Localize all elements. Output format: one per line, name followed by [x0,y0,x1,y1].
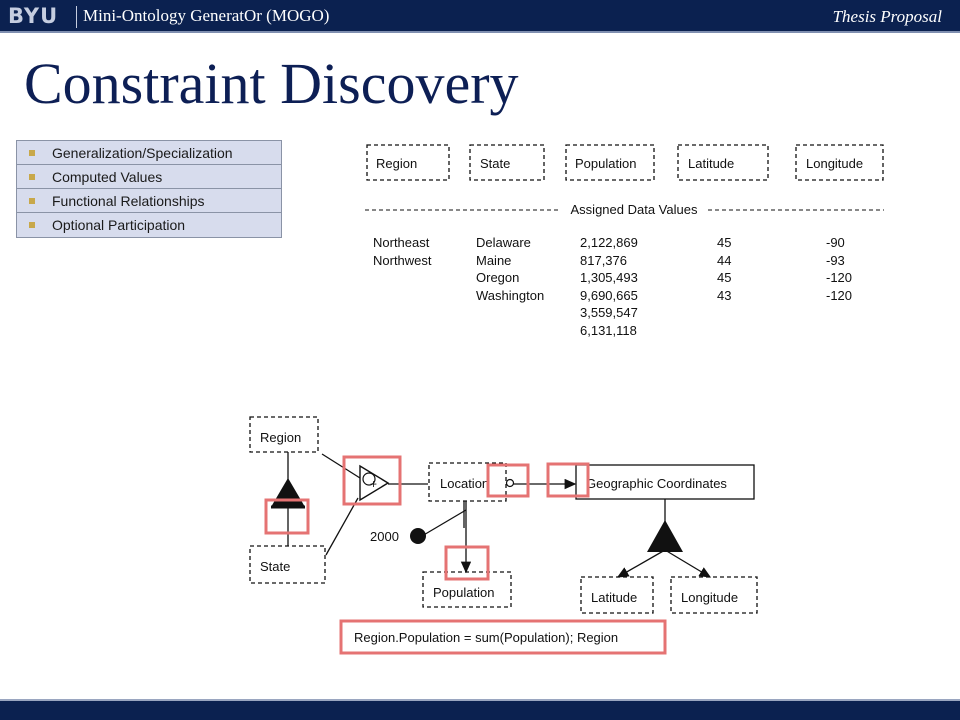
node-label-region: Region [260,430,301,445]
highlight-box-population-arrow [444,545,490,581]
population-value: 9,690,665 [580,288,638,303]
population-value: 817,376 [580,253,627,268]
node-label-location: Location [440,476,489,491]
year-dot-icon [410,528,426,544]
highlight-box-generalization [264,498,310,535]
state-aggregation-connector [325,497,359,556]
highlight-box-constraint [339,619,667,655]
aggregation-plus-icon: + [370,477,377,491]
column-box-population [565,144,655,181]
bullet-text: Computed Values [52,168,163,185]
highlight-box-aggregation [342,455,402,506]
column-box-state [469,144,545,181]
highlight-box-optional [486,463,530,498]
geo-longitude-arrow [664,549,712,578]
bullet-text: Functional Relationships [52,192,205,209]
latitude-value: 45 [717,270,731,285]
region-value: Northwest [373,253,432,268]
divider-label: Assigned Data Values [571,202,698,217]
column-box-latitude [677,144,769,181]
node-box-state [249,545,326,584]
node-box-latitude [580,576,654,614]
ontology-diagram: Region State Location Geographic Coordin… [249,416,758,655]
optional-participation-circle-icon [505,478,515,488]
highlight-box-functional [546,462,590,498]
byu-logo: BYU [8,4,59,28]
bullet-item: Computed Values [17,165,281,189]
square-bullet-icon [29,197,35,204]
column-label-region: Region [376,156,417,171]
node-label-population: Population [433,585,494,600]
node-box-longitude [670,576,758,614]
column-box-region [366,144,450,181]
population-value: 3,559,547 [580,305,638,320]
square-bullet-icon [29,173,35,180]
node-box-geo-coordinates [575,464,755,500]
column-label-latitude: Latitude [688,156,734,171]
state-value: Oregon [476,270,519,285]
longitude-value: -93 [826,253,845,268]
bullet-text: Optional Participation [52,217,186,233]
bullet-text: Generalization/Specialization [52,144,233,161]
population-value: 2,122,869 [580,235,638,250]
footer-bar [0,699,960,720]
column-label-population: Population [575,156,636,171]
state-value: Delaware [476,235,531,250]
year-label: 2000 [370,529,399,544]
state-value: Maine [476,253,511,268]
aggregation-triangle-filled-icon [647,520,683,552]
node-box-location [428,462,507,502]
latitude-value: 43 [717,288,731,303]
geo-latitude-arrow [616,549,666,578]
square-bullet-icon [29,149,35,156]
longitude-value: -120 [826,270,852,285]
node-label-state: State [260,559,290,574]
app-title: Mini-Ontology GeneratOr (MOGO) [83,6,330,25]
square-bullet-icon [29,222,35,228]
population-value: 6,131,118 [580,323,637,338]
region-aggregation-connector [321,453,361,479]
latitude-value: 44 [717,253,731,268]
latitude-value: 45 [717,235,731,250]
population-value: 1,305,493 [580,270,638,285]
node-label-latitude: Latitude [591,590,637,605]
node-label-longitude: Longitude [681,590,738,605]
bullet-item: Optional Participation [17,213,281,237]
header-bar: BYU Mini-Ontology GeneratOr (MOGO) Thesi… [0,0,960,33]
header-separator [76,6,77,28]
bullet-list: Generalization/Specialization Computed V… [16,140,282,238]
node-box-region [249,416,319,453]
constraint-expression: Region.Population = sum(Population); Reg… [354,630,618,645]
slide-title: Constraint Discovery [24,51,519,116]
column-box-longitude [795,144,884,181]
thesis-label: Thesis Proposal [832,7,942,26]
generalization-triangle-icon [271,478,305,507]
year-connector [421,509,467,537]
node-box-population [422,571,512,608]
longitude-value: -120 [826,288,852,303]
column-label-state: State [480,156,510,171]
column-label-longitude: Longitude [806,156,863,171]
aggregation-circle-icon [362,472,376,486]
bullet-item: Functional Relationships [17,189,281,213]
region-value: Northeast [373,235,430,250]
data-values-figure: Region State Population Latitude Longitu… [365,144,884,338]
state-value: Washington [476,288,544,303]
longitude-value: -90 [826,235,845,250]
node-label-geo-coordinates: Geographic Coordinates [586,476,727,491]
bullet-item: Generalization/Specialization [17,141,281,165]
